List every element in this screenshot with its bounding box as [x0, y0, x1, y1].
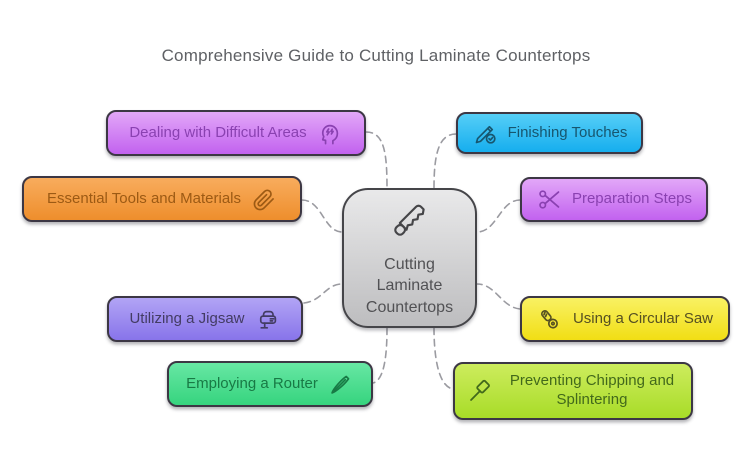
node-label: Using a Circular Saw: [572, 309, 714, 327]
connector-finishing: [433, 133, 457, 189]
node-label: Employing a Router: [186, 374, 318, 392]
node-label: Utilizing a Jigsaw: [129, 309, 245, 327]
connector-preparation: [476, 199, 521, 233]
pencil-check-icon: [475, 125, 496, 144]
node-preventing-chipping-and-splintering[interactable]: Preventing Chipping and Splintering: [453, 362, 693, 420]
node-preparation-steps[interactable]: Preparation Steps: [520, 177, 708, 222]
pen-icon: [331, 375, 350, 394]
node-label: Finishing Touches: [507, 123, 628, 141]
rotary-saw-icon: [540, 309, 558, 329]
node-essential-tools-and-materials[interactable]: Essential Tools and Materials: [22, 176, 302, 222]
gavel-icon: [470, 379, 490, 401]
node-employing-a-router[interactable]: Employing a Router: [167, 361, 373, 407]
node-label: Essential Tools and Materials: [47, 189, 241, 207]
connector-circular: [476, 283, 521, 310]
jigsaw-icon: [259, 310, 276, 329]
page-title: Comprehensive Guide to Cutting Laminate …: [161, 46, 591, 65]
node-dealing-with-difficult-areas[interactable]: Dealing with Difficult Areas: [106, 110, 366, 156]
scissors-icon: [539, 190, 560, 209]
center-node-label: Cutting Laminate Countertops: [365, 255, 454, 316]
connector-dealing: [365, 131, 388, 189]
center-node-cutting-laminate-countertops[interactable]: Cutting Laminate Countertops: [342, 188, 477, 328]
node-label: Preparation Steps: [571, 190, 693, 208]
connector-jigsaw: [303, 283, 343, 304]
handsaw-icon: [393, 204, 425, 236]
node-label: Dealing with Difficult Areas: [129, 123, 307, 141]
connector-router: [372, 327, 388, 384]
paperclip-icon: [253, 188, 274, 210]
node-using-a-circular-saw[interactable]: Using a Circular Saw: [520, 296, 730, 342]
node-label: Preventing Chipping and Splintering: [509, 372, 675, 408]
node-finishing-touches[interactable]: Finishing Touches: [456, 112, 643, 154]
node-utilizing-a-jigsaw[interactable]: Utilizing a Jigsaw: [107, 296, 303, 342]
connector-preventing: [433, 327, 454, 390]
connector-essential: [301, 199, 343, 233]
head-lightning-icon: [321, 124, 338, 144]
